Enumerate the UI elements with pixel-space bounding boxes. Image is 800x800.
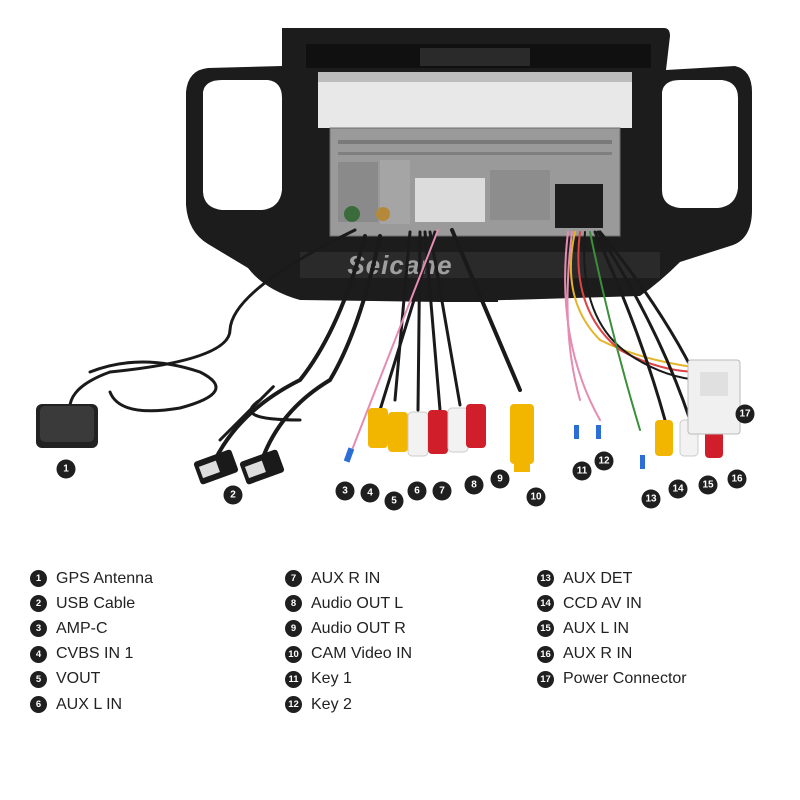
legend-item: 5 VOUT: [30, 667, 153, 692]
gps-antenna-puck-icon: [36, 404, 98, 448]
badge-12: 12: [594, 451, 614, 471]
badge-13: 13: [641, 489, 661, 509]
legend-label: AUX R IN: [563, 645, 633, 663]
power-plug-icon: [687, 359, 741, 435]
legend-item: 12 Key 2: [285, 692, 412, 717]
badge-2: 2: [223, 485, 243, 505]
legend-item: 8 Audio OUT L: [285, 591, 412, 616]
legend-label: AUX DET: [563, 569, 633, 587]
wire-tip-icon: [343, 425, 645, 469]
svg-text:10: 10: [530, 492, 542, 503]
svg-text:2: 2: [230, 490, 236, 501]
legend-number-badge: 16: [537, 645, 554, 663]
wiring-diagram: Seicane: [36, 28, 755, 511]
legend-label: VOUT: [56, 670, 101, 688]
legend-item: 9 Audio OUT R: [285, 616, 412, 641]
svg-text:4: 4: [367, 488, 373, 499]
legend-label: AUX L IN: [563, 619, 630, 637]
legend-number-badge: 7: [285, 570, 302, 588]
badge-10: 10: [526, 487, 546, 507]
legend-number-badge: 10: [285, 645, 302, 663]
badge-4: 4: [360, 483, 380, 503]
svg-text:11: 11: [577, 466, 588, 477]
legend-item: 15 AUX L IN: [537, 616, 687, 641]
badge-7: 7: [432, 481, 452, 501]
badge-15: 15: [698, 475, 718, 495]
svg-text:1: 1: [63, 464, 69, 475]
legend-number-badge: 8: [285, 595, 302, 613]
legend-label: CAM Video IN: [311, 645, 413, 663]
svg-text:9: 9: [497, 474, 503, 485]
legend-item: 14 CCD AV IN: [537, 591, 687, 616]
legend-number-badge: 4: [30, 645, 47, 663]
legend-label: Key 1: [311, 670, 352, 688]
badge-6: 6: [407, 481, 427, 501]
svg-text:17: 17: [739, 409, 751, 420]
legend-number-badge: 13: [537, 570, 554, 588]
legend-item: 7 AUX R IN: [285, 566, 412, 591]
legend-label: Key 2: [311, 695, 352, 713]
legend-item: 3 AMP-C: [30, 616, 153, 641]
badge-3: 3: [335, 481, 355, 501]
legend-item: 17 Power Connector: [537, 667, 687, 692]
badge-17: 17: [735, 404, 755, 424]
svg-text:7: 7: [439, 486, 445, 497]
legend-number-badge: 15: [537, 620, 554, 638]
badge-5: 5: [384, 491, 404, 511]
legend-item: 13 AUX DET: [537, 566, 687, 591]
legend-item: 6 AUX L IN: [30, 692, 153, 717]
svg-text:6: 6: [414, 486, 420, 497]
legend-number-badge: 11: [285, 670, 302, 688]
legend-number-badge: 17: [537, 670, 554, 688]
legend-number-badge: 14: [537, 595, 554, 613]
legend-number-badge: 2: [30, 595, 47, 613]
svg-text:15: 15: [702, 480, 714, 491]
badge-8: 8: [464, 475, 484, 495]
badge-11: 11: [572, 461, 592, 481]
legend-label: CCD AV IN: [563, 594, 642, 612]
legend-label: AMP-C: [56, 619, 108, 637]
usb-plug-icon: [193, 449, 285, 485]
cable-bundle: [68, 228, 717, 462]
svg-text:8: 8: [471, 480, 477, 491]
legend-number-badge: 6: [30, 696, 47, 714]
legend-number-badge: 3: [30, 620, 47, 638]
legend-item: 11 Key 1: [285, 667, 412, 692]
legend-label: Audio OUT L: [311, 594, 404, 612]
badge-9: 9: [490, 469, 510, 489]
legend-number-badge: 1: [30, 570, 47, 588]
legend-number-badge: 9: [285, 620, 302, 638]
svg-text:14: 14: [672, 484, 684, 495]
legend-label: Audio OUT R: [311, 619, 406, 637]
svg-text:13: 13: [645, 494, 657, 505]
badge-16: 16: [727, 469, 747, 489]
svg-text:3: 3: [342, 486, 348, 497]
svg-text:12: 12: [598, 456, 610, 467]
head-unit-frame: [186, 28, 752, 302]
svg-text:5: 5: [391, 496, 397, 507]
legend-column: 13 AUX DET 14 CCD AV IN 15 AUX L IN 16 AUX R IN…: [537, 566, 687, 692]
legend-item: 1 GPS Antenna: [30, 566, 153, 591]
rca-connectors-left: [368, 404, 534, 472]
legend-number-badge: 5: [30, 670, 47, 688]
legend-label: AUX L IN: [56, 695, 123, 713]
legend-label: GPS Antenna: [56, 569, 153, 587]
legend-label: Power Connector: [563, 670, 687, 688]
legend-label: AUX R IN: [311, 569, 381, 587]
legend-item: 2 USB Cable: [30, 591, 153, 616]
legend-label: USB Cable: [56, 594, 136, 612]
legend-column: 7 AUX R IN 8 Audio OUT L 9 Audio OUT R 10 CAM V…: [285, 566, 412, 717]
legend-number-badge: 12: [285, 696, 302, 714]
badge-14: 14: [668, 479, 688, 499]
svg-text:16: 16: [731, 474, 743, 485]
legend-item: 4 CVBS IN 1: [30, 642, 153, 667]
legend-item: 10 CAM Video IN: [285, 642, 412, 667]
legend-item: 16 AUX R IN: [537, 642, 687, 667]
legend-label: CVBS IN 1: [56, 645, 134, 663]
badge-1: 1: [56, 459, 76, 479]
